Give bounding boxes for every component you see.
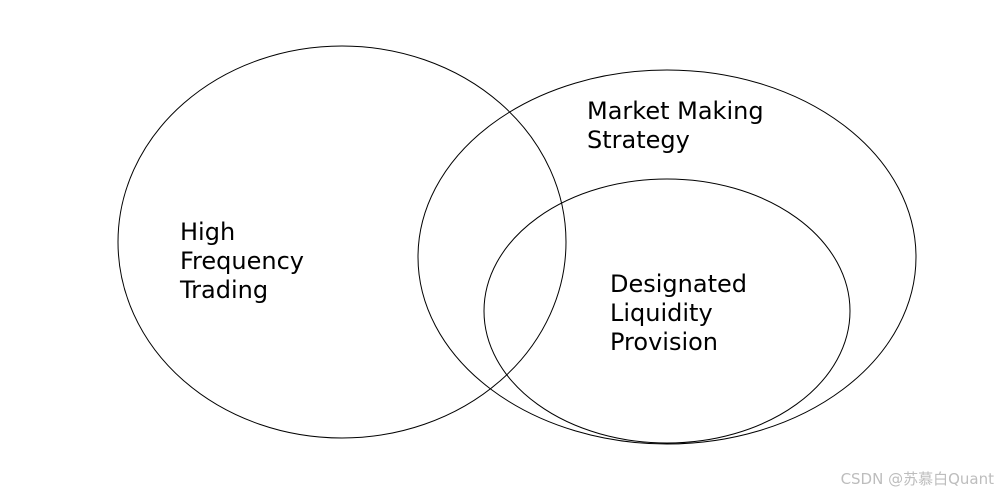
market-making-ellipse (417, 69, 917, 445)
hft-label-line: High (180, 218, 235, 246)
dlp-label-line: Provision (610, 328, 718, 356)
dlp-label-line: Liquidity (610, 299, 713, 327)
hft-ellipse (117, 45, 567, 439)
hft-label-line: Trading (179, 276, 268, 304)
dlp-label-line: Designated (610, 270, 747, 298)
set-high-frequency-trading: High Frequency Trading (117, 45, 567, 439)
market-making-label-line: Market Making (587, 97, 764, 125)
dlp-ellipse (483, 178, 851, 444)
market-making-label: Market Making Strategy (587, 97, 771, 154)
set-market-making-strategy: Market Making Strategy (417, 69, 917, 445)
market-making-label-line: Strategy (587, 126, 690, 154)
dlp-label: Designated Liquidity Provision (610, 270, 755, 356)
watermark-text: CSDN @苏慕白Quant (841, 470, 995, 488)
hft-label-line: Frequency (180, 247, 304, 275)
set-designated-liquidity-provision: Designated Liquidity Provision (483, 178, 851, 444)
hft-label: High Frequency Trading (179, 218, 312, 304)
